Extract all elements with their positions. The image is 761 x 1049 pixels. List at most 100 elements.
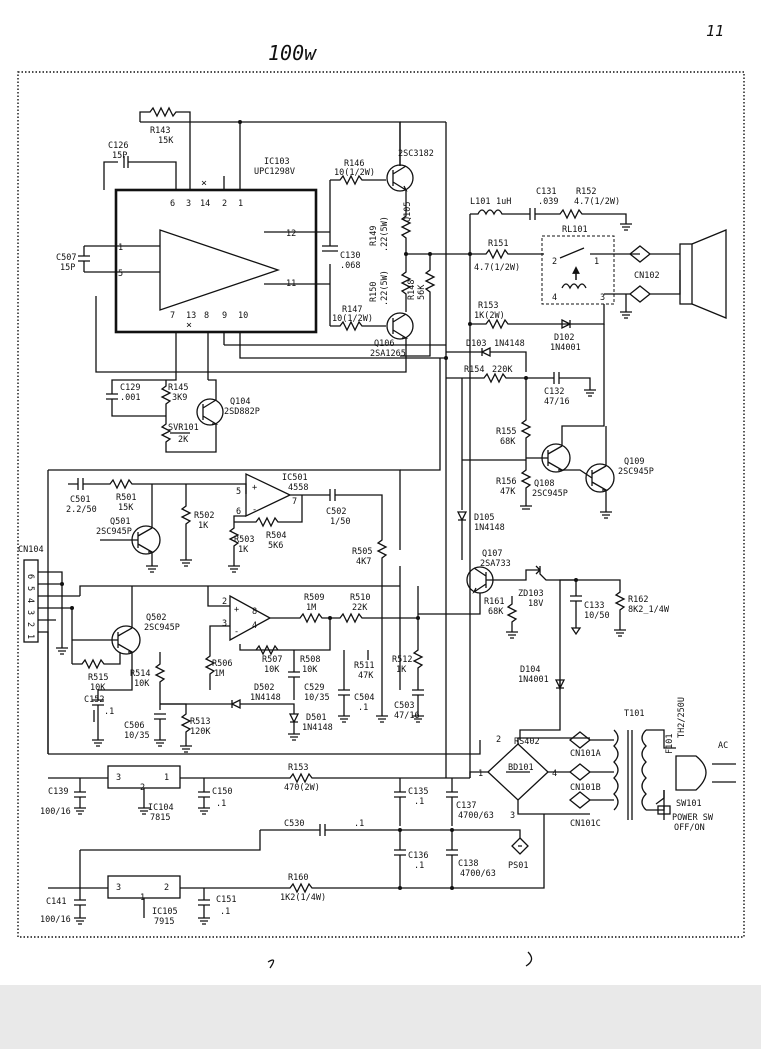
d501-ref: D501: [306, 713, 326, 723]
c130-ref: C130: [340, 251, 360, 261]
bridge-rectifier: BD101 RS402 1 2 3 4: [469, 735, 590, 821]
svg-text:1: 1: [25, 634, 35, 639]
t101-note: TH2/250U: [677, 697, 687, 738]
d105-val: 1N4148: [474, 523, 505, 533]
r502-ref: R502: [194, 511, 214, 521]
r143-ref: R143: [150, 126, 170, 136]
l101-ref: L101: [470, 197, 490, 207]
r162-ref: R162: [628, 595, 648, 605]
ps01-ref: PS01: [508, 861, 528, 871]
svg-text:2: 2: [140, 783, 145, 793]
c136-ref: C136: [408, 851, 428, 861]
svg-text:2: 2: [496, 735, 501, 745]
ic103-feedback: R143 15K C126 15P: [103, 106, 401, 190]
r515-val: 10K: [90, 683, 106, 693]
c151-val: .1: [220, 907, 230, 917]
q105-ref: Q105: [403, 202, 413, 222]
svg-text:4: 4: [252, 621, 257, 631]
page-mark: 11: [706, 22, 724, 40]
r153-ref: R153: [478, 301, 498, 311]
bias-network: C129 .001 R145 3K9 Q104 2SD882P SVR101 2…: [106, 350, 260, 453]
r510-ref: R510: [350, 593, 370, 603]
r145-val: 3K9: [172, 393, 187, 403]
c139-ref: C139: [48, 787, 68, 797]
svg-text:6: 6: [170, 199, 175, 209]
svg-text:3: 3: [116, 773, 121, 783]
r151-val: 4.7(1/2W): [474, 263, 520, 273]
ic104-part: 7815: [150, 813, 170, 823]
c530-val: .1: [354, 819, 364, 829]
c137-ref: C137: [456, 801, 476, 811]
svg-text:1: 1: [140, 893, 145, 903]
svg-text:7: 7: [170, 311, 175, 321]
r506-ref: R506: [212, 659, 232, 669]
d502-ref: D502: [254, 683, 274, 693]
c138-val: 4700/63: [460, 869, 496, 879]
svg-text:3: 3: [186, 199, 191, 209]
r150-val: .22(5W): [380, 270, 390, 306]
ic104-ref: IC104: [148, 803, 174, 813]
positive-regulator: 3 2 1 IC104 7815 C139 100/16 C150 .1 R15…: [40, 763, 494, 826]
q107-part: 2SA733: [480, 559, 511, 569]
r149-ref: R149: [369, 226, 379, 246]
r504-val: 5K6: [268, 541, 283, 551]
c137-val: 4700/63: [458, 811, 494, 821]
svg-text:3: 3: [510, 811, 515, 821]
r504-ref: R504: [266, 531, 286, 541]
c135-val: .1: [414, 797, 424, 807]
c129-val: .001: [120, 393, 140, 403]
d103-val: 1N4148: [494, 339, 525, 349]
svg-text:-: -: [252, 505, 257, 515]
ic105-part: 7915: [154, 917, 174, 927]
cn104-connector: CN104 6 5 4 3 2 1: [18, 545, 80, 754]
svg-text:14: 14: [200, 199, 210, 209]
r501-val: 15K: [118, 503, 134, 513]
r162-val: 8K2_1/4W: [628, 605, 670, 615]
c150-val: .1: [216, 799, 226, 809]
c139-val: 100/16: [40, 807, 71, 817]
r143-val: 15K: [158, 136, 174, 146]
r513-val: 120K: [190, 727, 211, 737]
r154-val: 220K: [492, 365, 513, 375]
ac-label: AC: [718, 741, 728, 751]
r506-val: 1M: [214, 669, 224, 679]
svg-text:2: 2: [25, 622, 35, 627]
c507-val: 15P: [60, 263, 75, 273]
sw101-label2: OFF/ON: [674, 823, 705, 833]
c152-val: .1: [104, 707, 114, 717]
c506-ref: C506: [124, 721, 144, 731]
r160-ref: R160: [288, 873, 308, 883]
sheet-border: [17, 71, 745, 938]
c529-ref: C529: [304, 683, 324, 693]
r147-val: 10(1/2W): [332, 314, 373, 324]
cn102-ref: CN102: [634, 271, 660, 281]
svg-text:1: 1: [118, 243, 123, 253]
svg-text:5: 5: [236, 487, 241, 497]
c131-val: .039: [538, 197, 558, 207]
bus-wires: [399, 122, 472, 778]
output-filter: L101 1uH C131 .039 R152 4.7(1/2W) R151 4…: [468, 187, 632, 273]
l101-val: 1uH: [496, 197, 511, 207]
rs402-ref: RS402: [514, 737, 540, 747]
schematic-title: 100w: [268, 41, 317, 65]
ic501-ref: IC501: [282, 473, 308, 483]
c131-ref: C131: [536, 187, 556, 197]
r501-ref: R501: [116, 493, 136, 503]
r512-ref: R512: [392, 655, 412, 665]
c129-ref: C129: [120, 383, 140, 393]
t101-ref: T101: [624, 709, 644, 719]
protection-network: R153 1K(2W) D102 1N4001 D103 1N4148 R154…: [446, 301, 605, 407]
c152-ref: C152: [84, 695, 104, 705]
svg-text:2: 2: [222, 199, 227, 209]
svg-text:3: 3: [25, 610, 35, 615]
r148-ref: R148: [407, 280, 417, 300]
r511-val: 47K: [358, 671, 374, 681]
r155-val: 68K: [500, 437, 516, 447]
r505-ref: R505: [352, 547, 372, 557]
r510-val: 22K: [352, 603, 368, 613]
cn101c-ref: CN101C: [570, 819, 601, 829]
svg-text:5: 5: [25, 586, 35, 591]
q107-ref: Q107: [482, 549, 502, 559]
c126-ref: C126: [108, 141, 128, 151]
svg-text:12: 12: [286, 229, 296, 239]
